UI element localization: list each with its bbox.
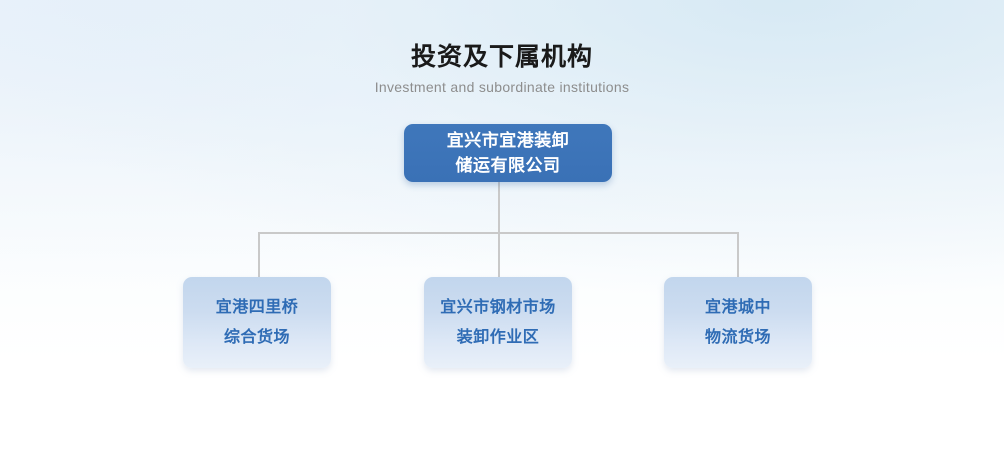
- page-subtitle: Investment and subordinate institutions: [374, 79, 630, 95]
- connector-drop-child-1: [258, 232, 260, 278]
- page-title: 投资及下属机构: [410, 43, 593, 71]
- org-node-child-3-line-1: 宜港城中: [704, 298, 771, 316]
- page-title-block: 投资及下属机构 Investment and subordinate insti…: [0, 42, 1004, 96]
- connector-root-stem: [498, 182, 500, 233]
- org-node-root[interactable]: 宜兴市宜港装卸 储运有限公司: [404, 124, 612, 182]
- org-node-child-3-line-2: 物流货场: [704, 328, 771, 346]
- org-node-child-1-line-2: 综合货场: [223, 328, 290, 346]
- connector-drop-child-3: [737, 232, 739, 278]
- org-node-child-3[interactable]: 宜港城中 物流货场: [664, 277, 812, 368]
- org-node-child-1[interactable]: 宜港四里桥 综合货场: [183, 277, 331, 368]
- connector-drop-child-2: [498, 232, 500, 278]
- org-node-child-1-line-1: 宜港四里桥: [215, 298, 299, 316]
- org-node-child-2[interactable]: 宜兴市钢材市场 装卸作业区: [424, 277, 572, 368]
- org-node-child-2-line-1: 宜兴市钢材市场: [440, 298, 556, 316]
- org-node-child-2-line-2: 装卸作业区: [456, 328, 540, 346]
- org-node-root-line-2: 储运有限公司: [455, 156, 561, 175]
- org-node-root-line-1: 宜兴市宜港装卸: [446, 131, 570, 150]
